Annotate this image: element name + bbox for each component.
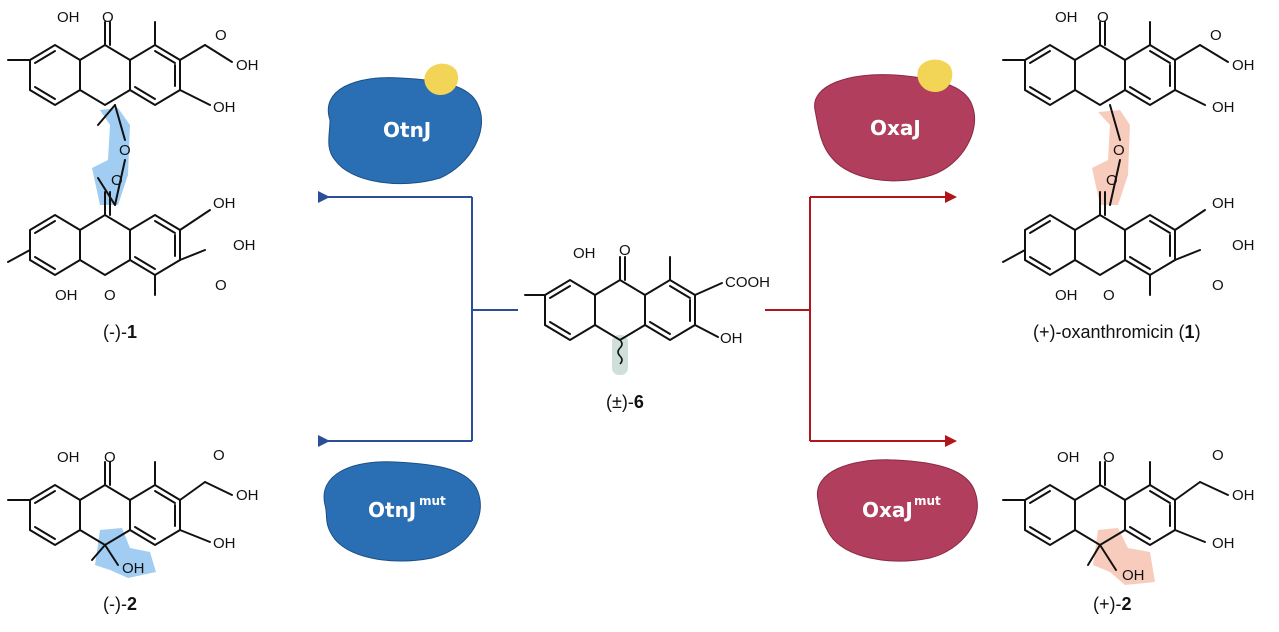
oxaj-label: OxaJ [870, 116, 921, 140]
otnj-label: OtnJ [383, 118, 431, 142]
oh-label: OH [236, 487, 259, 504]
oh-label: OH [213, 195, 236, 212]
oh-label: OH [720, 330, 743, 347]
ligand-icon [917, 59, 953, 92]
oh-label: OH [57, 449, 80, 466]
o-label: O [1103, 287, 1115, 304]
peroxide-o1: O [119, 142, 131, 159]
compound-left-bottom: OH O O OH OH OH (-)-2 [7, 447, 259, 614]
oh-label: OH [1212, 99, 1235, 116]
oh-label: OH [573, 245, 596, 262]
o-label: O [1210, 27, 1222, 44]
oh-label: OH [236, 57, 259, 74]
otnj-mut-sup: mut [419, 494, 446, 508]
compound-right-bottom: OH O O OH OH OH (+)-2 [1002, 447, 1255, 614]
oh-label: OH [1212, 535, 1235, 552]
enzyme-oxaj: OxaJ [814, 59, 976, 182]
o-label: O [102, 9, 114, 26]
right-branch-arrows [765, 191, 957, 447]
oh-label: OH [55, 287, 78, 304]
enzyme-otnj-mut: OtnJ mut [323, 461, 481, 562]
cooh-label: COOH [725, 274, 770, 291]
o-label: O [1097, 9, 1109, 26]
enzyme-otnj: OtnJ [327, 63, 483, 184]
enzyme-oxaj-mut: OxaJ mut [816, 459, 978, 562]
peroxide-o1: O [1113, 142, 1125, 159]
o-label: O [213, 447, 225, 464]
oh-label: OH [213, 99, 236, 116]
oh-label: OH [1212, 195, 1235, 212]
peroxide-o2: O [1106, 172, 1118, 189]
oh-label: OH [1055, 287, 1078, 304]
compound-left-top: O O OH O O OH OH OH OH O OH O (-)-1 [7, 9, 259, 342]
oh-label: OH [233, 237, 256, 254]
compound-right-top: O O OH O O OH OH OH OH O OH O (+)-oxanth… [1002, 9, 1255, 342]
oh-label: OH [1122, 567, 1145, 584]
otnj-mut-label: OtnJ [368, 498, 416, 522]
o-label: O [619, 242, 631, 259]
ligand-icon [424, 63, 459, 95]
oxaj-mut-sup: mut [914, 494, 941, 508]
oxaj-mut-label: OxaJ [862, 498, 913, 522]
caption-right-top: (+)-oxanthromicin (1) [1033, 322, 1201, 342]
o-label: O [1212, 277, 1224, 294]
oh-label: OH [1057, 449, 1080, 466]
o-label: O [1212, 447, 1224, 464]
o-label: O [1103, 449, 1115, 466]
o-label: O [215, 27, 227, 44]
oh-label: OH [57, 9, 80, 26]
oh-label: OH [1232, 57, 1255, 74]
caption-center: (±)-6 [606, 392, 644, 412]
o-label: O [104, 449, 116, 466]
left-branch-arrows [318, 191, 518, 447]
caption-left-bottom: (-)-2 [103, 594, 137, 614]
oh-label: OH [213, 535, 236, 552]
oh-label: OH [1055, 9, 1078, 26]
oh-label: OH [1232, 237, 1255, 254]
caption-left-top: (-)-1 [103, 322, 137, 342]
caption-right-bottom: (+)-2 [1093, 594, 1132, 614]
o-label: O [104, 287, 116, 304]
o-label: O [215, 277, 227, 294]
oh-label: OH [1232, 487, 1255, 504]
compound-center: OH O COOH OH (±)-6 [524, 242, 770, 412]
oh-label: OH [122, 560, 145, 577]
peroxide-o2: O [111, 172, 123, 189]
